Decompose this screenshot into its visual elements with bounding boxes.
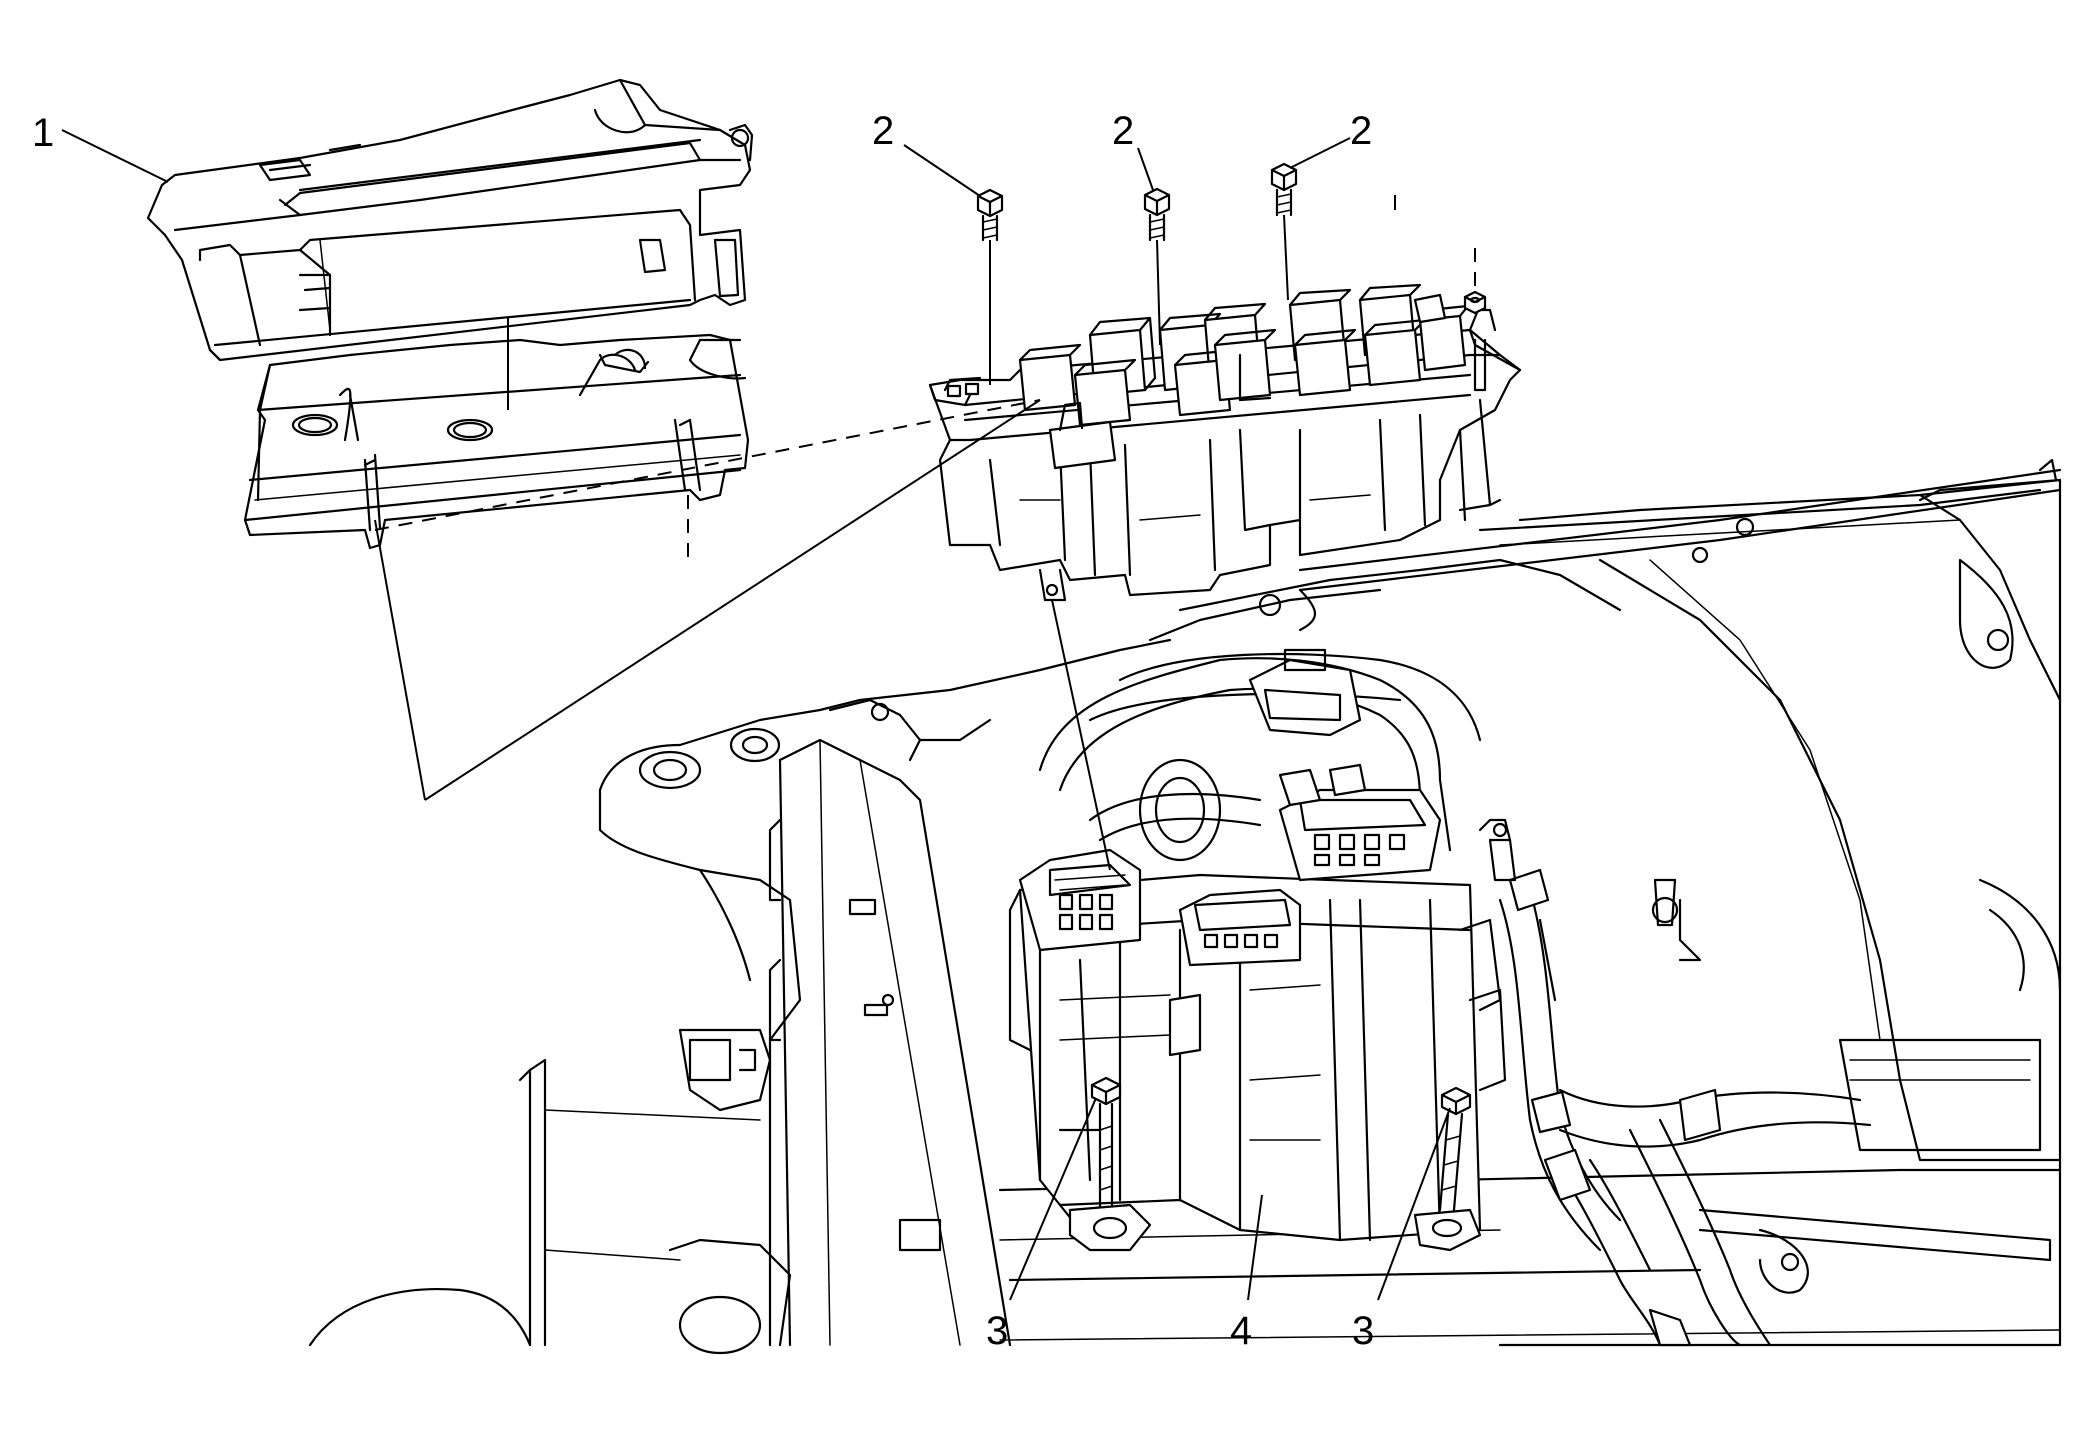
callout-3-left: 3	[986, 1097, 1097, 1353]
engine-compartment-structure	[308, 458, 2062, 1355]
fuse-block-cover	[146, 78, 754, 362]
svg-text:1: 1	[32, 111, 54, 155]
callout-2-center: 2	[1112, 109, 1154, 191]
nut-right-installed	[1413, 1086, 1482, 1252]
bolt-2	[1143, 187, 1171, 242]
wiring-harness	[1038, 648, 1872, 1347]
assembly-lines	[374, 195, 1476, 871]
nut-exploded	[1463, 290, 1487, 315]
callout-1: 1	[32, 111, 169, 183]
callout-3-right: 3	[1352, 1107, 1451, 1353]
svg-text:3: 3	[1352, 1309, 1374, 1353]
bolt-3	[1270, 162, 1298, 217]
bolt-1	[976, 188, 1004, 242]
callout-2-right: 2	[1289, 109, 1372, 169]
callouts: 1 2 2 2 3 4 3	[32, 109, 1451, 1353]
svg-text:2: 2	[1112, 109, 1134, 153]
svg-text:2: 2	[1350, 109, 1372, 153]
fuse-block-lower-cover	[243, 333, 750, 550]
svg-text:3: 3	[986, 1309, 1008, 1353]
fuse-block-installed	[1008, 763, 1507, 1242]
callout-4: 4	[1230, 1194, 1263, 1353]
nut-left-installed	[1068, 1076, 1152, 1252]
svg-text:2: 2	[872, 109, 894, 153]
callout-2-left: 2	[872, 109, 981, 197]
fuse-block-exploded	[928, 283, 1522, 602]
svg-text:4: 4	[1230, 1309, 1252, 1353]
